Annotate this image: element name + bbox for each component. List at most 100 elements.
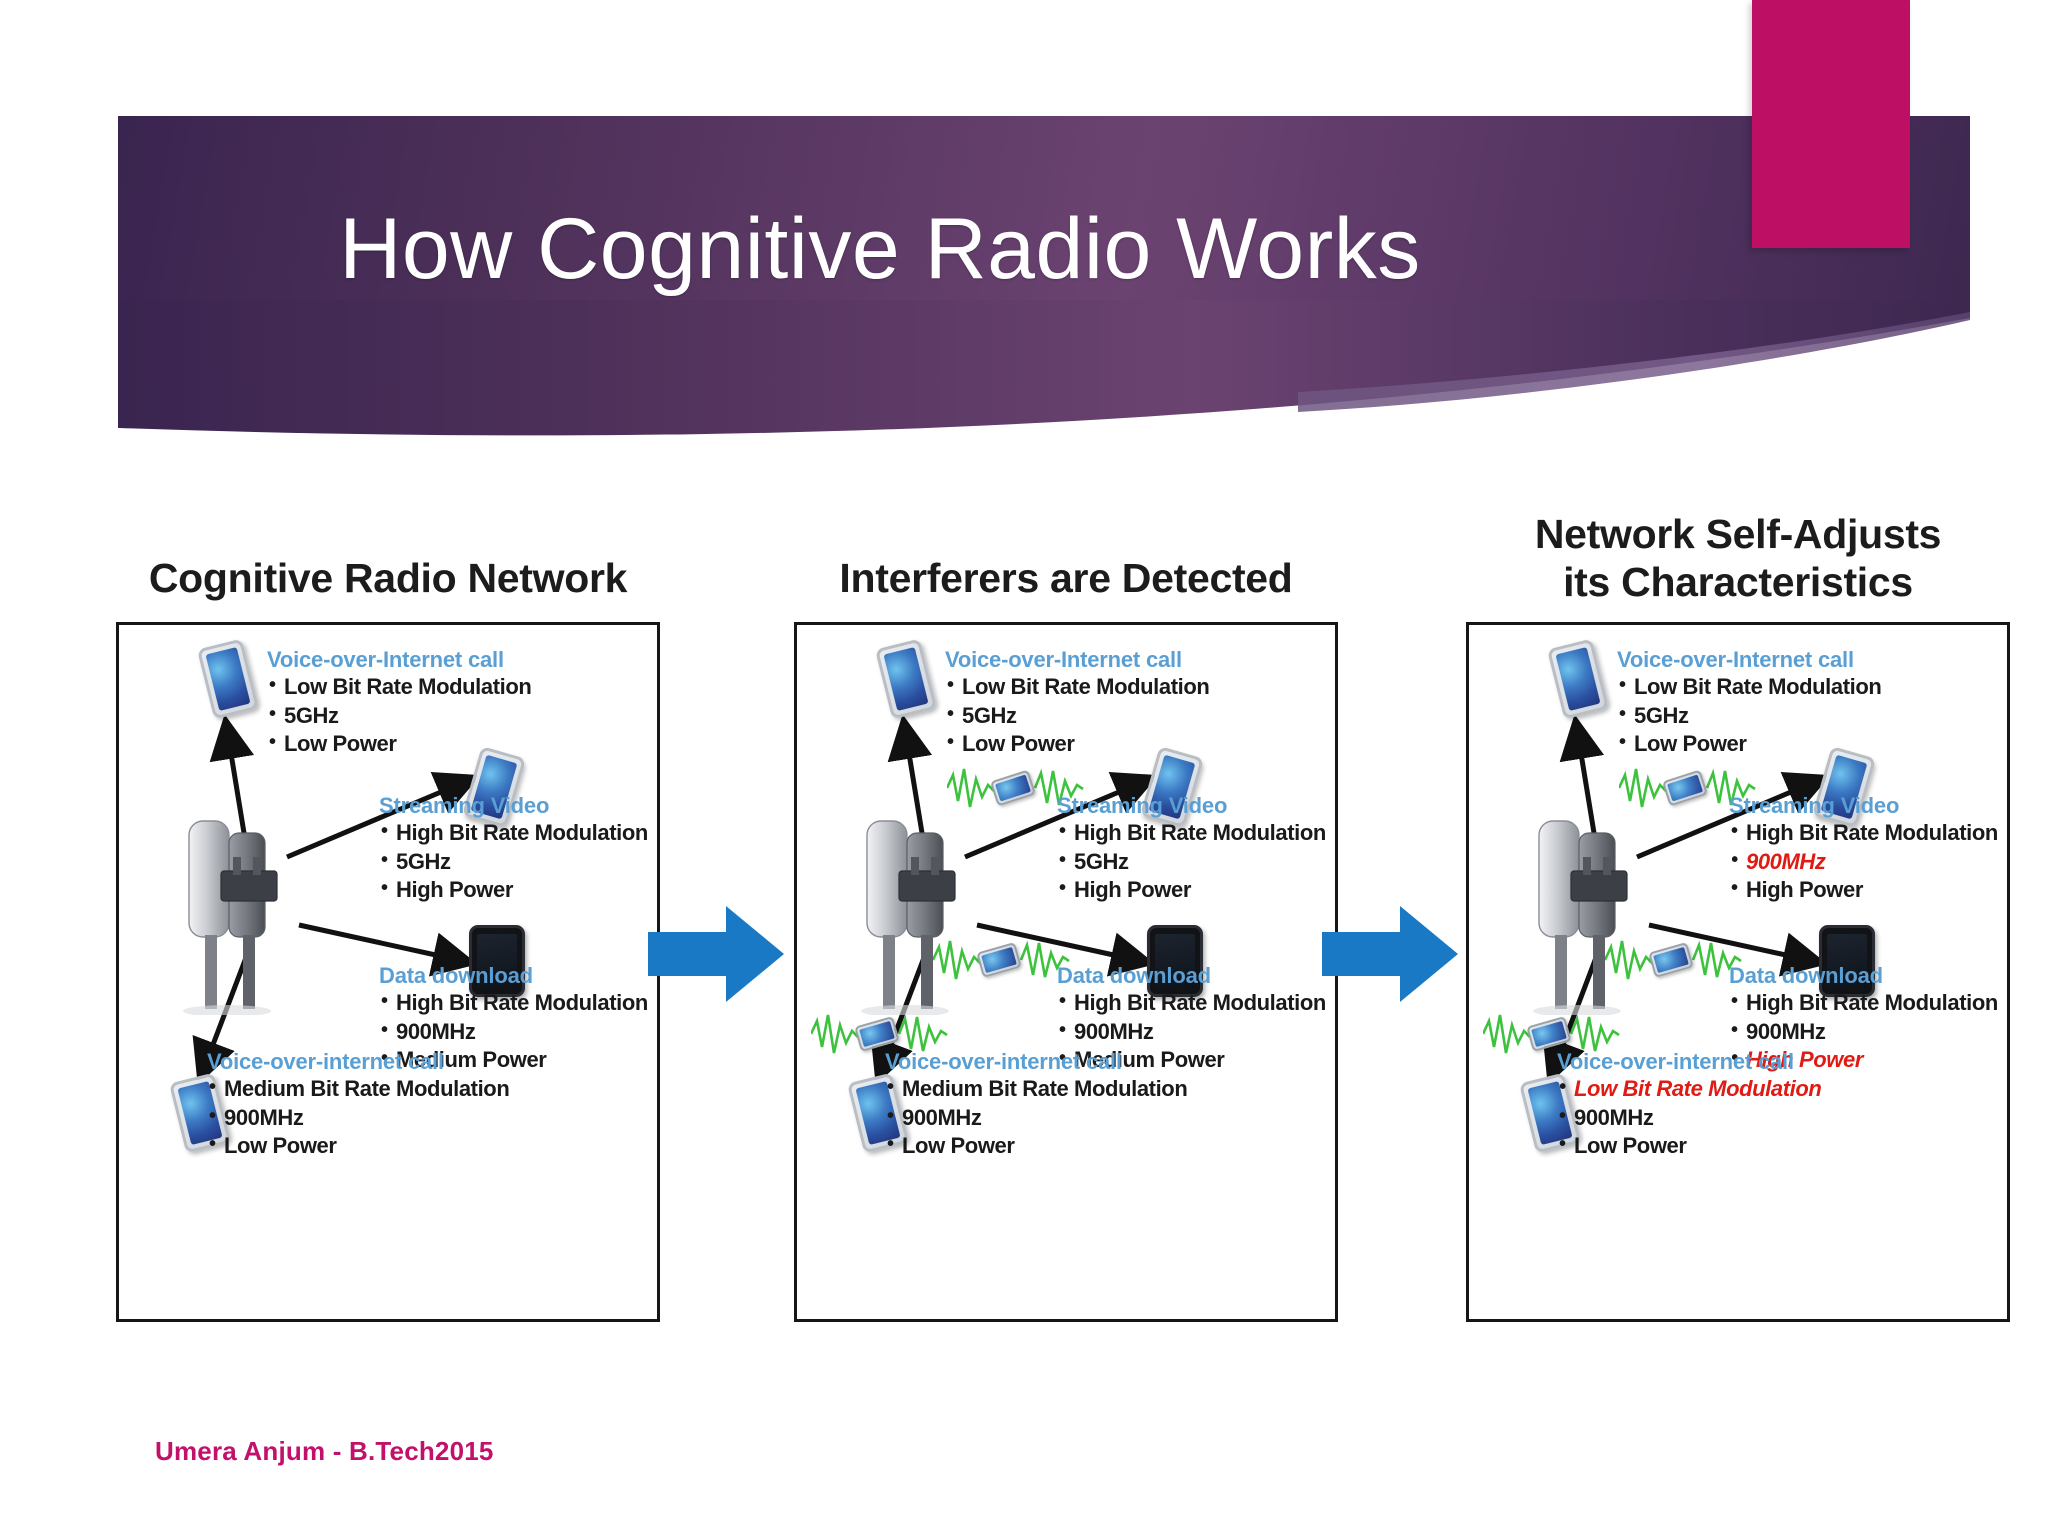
panel-network-self-adjusts: Network Self-Adjusts its Characteristics [1460, 510, 2016, 1322]
page-title: How Cognitive Radio Works [339, 201, 1421, 297]
annotation-voip-top: Voice-over-Internet call Low Bit Rate Mo… [945, 647, 1210, 759]
list-item: 5GHz [267, 701, 531, 731]
list-item: Low Bit Rate Modulation [1557, 1074, 1822, 1104]
panel-title: Network Self-Adjusts its Characteristics [1534, 511, 1942, 606]
annotation-items: Low Bit Rate Modulation 5GHz Low Power [945, 672, 1210, 759]
diagram-panels-row: Cognitive Radio Network [0, 510, 2048, 1390]
list-item: 900MHz [379, 1017, 648, 1047]
banner-background [118, 116, 1970, 312]
list-item: Low Power [267, 729, 531, 759]
annotation-heading: Data download [1729, 963, 1883, 988]
panel-cognitive-radio-network: Cognitive Radio Network [110, 510, 666, 1322]
annotation-items: High Bit Rate Modulation 5GHz High Power [1057, 818, 1326, 905]
list-item: High Bit Rate Modulation [379, 988, 648, 1018]
author-footer: Umera Anjum - B.Tech2015 [155, 1436, 494, 1466]
annotation-streaming-video: Streaming Video High Bit Rate Modulation… [1057, 793, 1326, 905]
list-item: High Bit Rate Modulation [1729, 988, 1998, 1018]
annotation-heading: Voice-over-internet call [1557, 1049, 1794, 1074]
list-item: High Bit Rate Modulation [379, 818, 648, 848]
list-item: 5GHz [945, 701, 1209, 731]
annotation-heading: Streaming Video [1729, 793, 1900, 818]
annotation-items: High Bit Rate Modulation 900MHz Medium P… [379, 988, 648, 1075]
annotation-items: Low Bit Rate Modulation 5GHz Low Power [267, 672, 532, 759]
list-item: 5GHz [1617, 701, 1881, 731]
flow-arrow-icon [648, 906, 784, 1002]
annotation-heading: Voice-over-internet call [207, 1049, 444, 1074]
list-item: Low Power [1557, 1131, 1821, 1161]
annotation-items: Medium Bit Rate Modulation 900MHz Low Po… [207, 1074, 510, 1161]
annotation-heading: Data download [379, 963, 533, 988]
base-station-icon [861, 820, 956, 1015]
panel-interferers-detected: Interferers are Detected [788, 510, 1344, 1322]
panel-diagram-box: Voice-over-Internet call Low Bit Rate Mo… [116, 622, 660, 1322]
annotation-heading: Voice-over-internet call [885, 1049, 1122, 1074]
annotation-items: High Bit Rate Modulation 5GHz High Power [379, 818, 648, 905]
annotation-items: Low Bit Rate Modulation 900MHz Low Power [1557, 1074, 1822, 1161]
list-item: 5GHz [379, 847, 648, 877]
list-item: 900MHz [1057, 1017, 1326, 1047]
annotation-voip-bottom: Voice-over-internet call Low Bit Rate Mo… [1557, 1049, 1822, 1161]
annotation-heading: Voice-over-Internet call [945, 647, 1182, 672]
list-item: 900MHz [1557, 1103, 1821, 1133]
list-item: Low Power [1617, 729, 1881, 759]
list-item: High Power [1729, 875, 1998, 905]
list-item: Low Power [207, 1131, 509, 1161]
list-item: Low Bit Rate Modulation [267, 672, 532, 702]
interference-wave-icon [1605, 940, 1742, 980]
list-item: 900MHz [1729, 847, 1998, 877]
network-diagram: Voice-over-Internet call Low Bit Rate Mo… [119, 625, 657, 1319]
annotation-items: Low Bit Rate Modulation 5GHz Low Power [1617, 672, 1882, 759]
list-item: Low Bit Rate Modulation [1617, 672, 1882, 702]
base-station-icon [1533, 820, 1628, 1015]
list-item: 900MHz [1729, 1017, 1998, 1047]
panel-diagram-box: Voice-over-Internet call Low Bit Rate Mo… [794, 622, 1338, 1322]
list-item: High Power [1729, 1045, 1998, 1075]
interference-wave-icon [1483, 1014, 1620, 1054]
list-item: High Power [379, 875, 648, 905]
annotation-voip-bottom: Voice-over-internet call Medium Bit Rate… [885, 1049, 1188, 1161]
flow-arrow-icon [1322, 906, 1458, 1002]
annotation-heading: Data download [1057, 963, 1211, 988]
tablet-icon [469, 925, 525, 997]
list-item: Low Power [885, 1131, 1187, 1161]
list-item: Medium Bit Rate Modulation [885, 1074, 1188, 1104]
tablet-icon [1147, 925, 1203, 997]
annotation-data-download: Data download High Bit Rate Modulation 9… [379, 963, 648, 1075]
annotation-voip-top: Voice-over-Internet call Low Bit Rate Mo… [1617, 647, 1882, 759]
base-station-icon [183, 820, 278, 1015]
tablet-icon [1819, 925, 1875, 997]
list-item: 900MHz [207, 1103, 509, 1133]
annotation-voip-bottom: Voice-over-internet call Medium Bit Rate… [207, 1049, 510, 1161]
annotation-heading: Streaming Video [1057, 793, 1228, 818]
slide-header-banner: How Cognitive Radio Works [0, 0, 2048, 480]
annotation-streaming-video: Streaming Video High Bit Rate Modulation… [379, 793, 648, 905]
list-item: Medium Power [379, 1045, 648, 1075]
list-item: Medium Bit Rate Modulation [207, 1074, 510, 1104]
panel-diagram-box: Voice-over-Internet call Low Bit Rate Mo… [1466, 622, 2010, 1322]
panel-title: Interferers are Detected [839, 555, 1293, 601]
interference-wave-icon [933, 940, 1070, 980]
annotation-heading: Streaming Video [379, 793, 550, 818]
annotation-items: Medium Bit Rate Modulation 900MHz Low Po… [885, 1074, 1188, 1161]
annotation-heading: Voice-over-Internet call [267, 647, 504, 672]
list-item: High Bit Rate Modulation [1057, 818, 1326, 848]
panel-title: Cognitive Radio Network [148, 555, 628, 601]
interference-wave-icon [811, 1014, 948, 1054]
list-item: Low Bit Rate Modulation [945, 672, 1210, 702]
annotation-items: High Bit Rate Modulation 900MHz High Pow… [1729, 988, 1998, 1075]
list-item: High Bit Rate Modulation [1057, 988, 1326, 1018]
list-item: High Power [1057, 875, 1326, 905]
banner-curve-decoration [118, 300, 1970, 436]
network-diagram: Voice-over-Internet call Low Bit Rate Mo… [1469, 625, 2007, 1319]
annotation-data-download: Data download High Bit Rate Modulation 9… [1729, 963, 1998, 1075]
annotation-heading: Voice-over-Internet call [1617, 647, 1854, 672]
pink-accent-tab [1752, 0, 1910, 248]
list-item: 900MHz [885, 1103, 1187, 1133]
list-item: Medium Power [1057, 1045, 1326, 1075]
annotation-streaming-video: Streaming Video High Bit Rate Modulation… [1729, 793, 1998, 905]
annotation-voip-top: Voice-over-Internet call Low Bit Rate Mo… [267, 647, 532, 759]
list-item: Low Power [945, 729, 1209, 759]
annotation-items: High Bit Rate Modulation 900MHz High Pow… [1729, 818, 1998, 905]
annotation-data-download: Data download High Bit Rate Modulation 9… [1057, 963, 1326, 1075]
